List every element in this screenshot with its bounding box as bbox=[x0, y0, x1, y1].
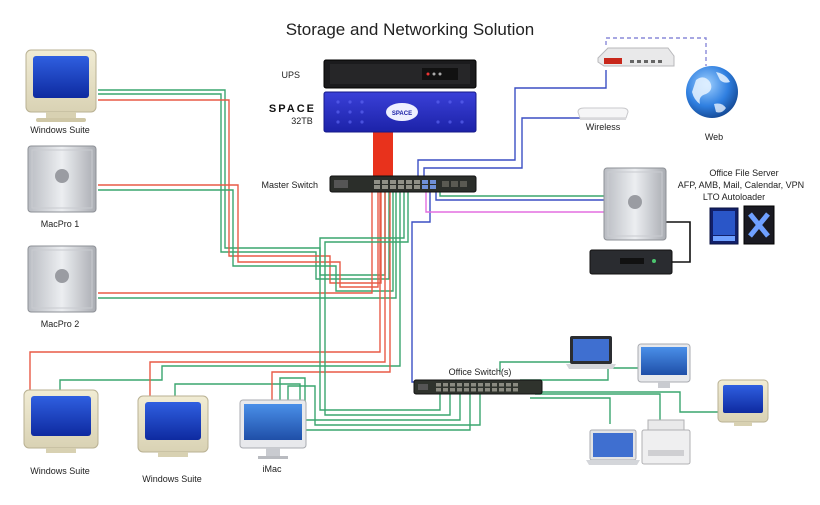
crt-monitor-icon bbox=[717, 379, 769, 426]
imac-icon bbox=[637, 343, 691, 388]
ups-unit bbox=[323, 59, 477, 89]
wireless-base-icon bbox=[577, 107, 629, 120]
cable-blue bbox=[411, 192, 431, 383]
cable-green bbox=[98, 192, 397, 299]
crt-monitor-icon bbox=[25, 49, 97, 122]
cable-red bbox=[98, 99, 382, 284]
macpro-tower-icon bbox=[27, 145, 97, 213]
label-web: Web bbox=[705, 132, 723, 142]
cable-pink bbox=[425, 192, 604, 213]
cable-green bbox=[324, 192, 451, 416]
crt-monitor-icon bbox=[23, 389, 99, 453]
cable-green bbox=[98, 189, 394, 292]
macpro-tower-icon bbox=[27, 245, 97, 313]
label-office-server-3: LTO Autoloader bbox=[703, 192, 765, 202]
space-storage-unit: SPACE bbox=[323, 91, 477, 133]
label-space-size: 32TB bbox=[291, 116, 313, 126]
software-box-icon bbox=[709, 207, 739, 245]
crt-monitor-icon bbox=[137, 395, 209, 457]
printer-icon bbox=[641, 419, 691, 465]
router-icon bbox=[597, 47, 675, 67]
cable-red bbox=[98, 192, 373, 294]
master-switch bbox=[329, 175, 477, 193]
cable-black bbox=[664, 221, 691, 263]
tape-library-icon bbox=[589, 249, 673, 275]
cable-green bbox=[319, 192, 441, 411]
macpro-tower-icon bbox=[603, 167, 667, 241]
label-office-server-1: Office File Server bbox=[709, 168, 778, 178]
cable-red bbox=[29, 192, 381, 396]
label-windows-suite-bottom-middle: Windows Suite bbox=[142, 474, 202, 484]
diagram-title: Storage and Networking Solution bbox=[286, 20, 535, 39]
label-macpro-2: MacPro 2 bbox=[41, 319, 80, 329]
cable-red bbox=[149, 192, 386, 398]
label-space-brand: SPACE bbox=[269, 103, 316, 115]
laptop-icon bbox=[566, 336, 616, 369]
cable-green bbox=[540, 391, 721, 413]
cable-blue bbox=[423, 117, 580, 180]
cable-blue bbox=[417, 70, 607, 180]
cable-green bbox=[59, 192, 401, 396]
label-wireless: Wireless bbox=[586, 122, 621, 132]
laptop-icon bbox=[586, 429, 640, 465]
cable-green bbox=[287, 385, 481, 426]
cable-blue bbox=[435, 192, 604, 201]
cable-green bbox=[98, 93, 390, 280]
cable-green bbox=[439, 192, 604, 197]
cable-dashed bbox=[605, 37, 707, 66]
label-ups: UPS bbox=[281, 70, 300, 80]
label-space-badge: SPACE bbox=[392, 111, 412, 117]
fibre-cable bbox=[373, 131, 393, 183]
label-office-switch: Office Switch(s) bbox=[449, 367, 512, 377]
imac-icon bbox=[239, 399, 307, 459]
cable-red bbox=[271, 192, 391, 400]
cable-green bbox=[530, 397, 611, 424]
cable-green bbox=[535, 393, 661, 430]
globe-icon bbox=[686, 66, 738, 118]
label-windows-suite-top: Windows Suite bbox=[30, 125, 90, 135]
label-macpro-1: MacPro 1 bbox=[41, 219, 80, 229]
software-box-icon bbox=[743, 205, 775, 245]
office-switch bbox=[413, 379, 543, 395]
label-windows-suite-bottom-left: Windows Suite bbox=[30, 466, 90, 476]
label-office-server-2: AFP, AMB, Mail, Calendar, VPN bbox=[678, 180, 804, 190]
label-master-switch: Master Switch bbox=[261, 180, 318, 190]
cable-red bbox=[98, 184, 379, 288]
label-imac: iMac bbox=[262, 464, 282, 474]
